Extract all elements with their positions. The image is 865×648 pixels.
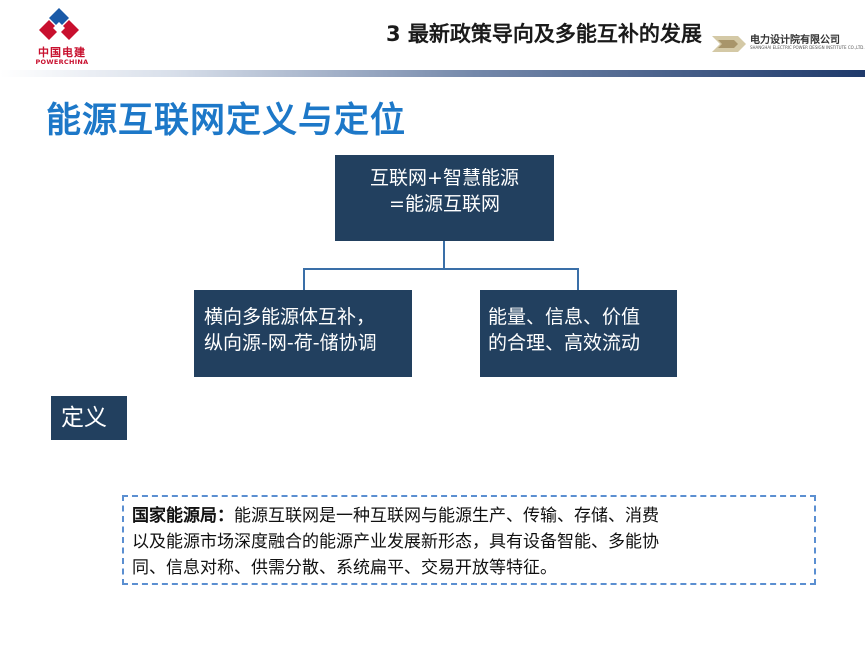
logo-text-cn: 中国电建 — [38, 46, 86, 59]
powerchina-logo-icon — [39, 8, 79, 40]
company-name-en: SHANGHAI ELECTRIC POWER DESIGN INSTITUTE… — [750, 45, 865, 50]
connector-vertical-right — [577, 268, 579, 290]
diagram-right-line1: 能量、信息、价值 — [488, 306, 641, 328]
connector-vertical-left — [303, 268, 305, 290]
connector-horizontal — [303, 268, 579, 270]
diagram-right-line2: 的合理、高效流动 — [488, 332, 641, 354]
definition-tag: 定义 — [51, 396, 127, 440]
company-name-cn: 电力设计院有限公司 — [750, 35, 840, 46]
diagram-left-line2: 纵向源-网-荷-储协调 — [204, 332, 377, 354]
page-title: 能源互联网定义与定位 — [46, 101, 407, 141]
definition-box: 国家能源局：能源互联网是一种互联网与能源生产、传输、存储、消费 以及能源市场深度… — [122, 495, 816, 585]
company-logo: 电力设计院有限公司 SHANGHAI ELECTRIC POWER DESIGN… — [712, 28, 865, 56]
definition-source: 国家能源局： — [132, 506, 234, 526]
header-gradient-bar — [0, 70, 865, 77]
definition-line-1: 国家能源局：能源互联网是一种互联网与能源生产、传输、存储、消费 — [132, 503, 814, 529]
powerchina-logo: 中国电建 POWERCHINA — [22, 6, 102, 68]
diagram-top-line1: 互联网+智慧能源 — [370, 167, 519, 189]
diagram-left-box: 横向多能源体互补， 纵向源-网-荷-储协调 — [194, 290, 412, 377]
diagram-top-line2: =能源互联网 — [389, 193, 500, 215]
slide-header: 中国电建 POWERCHINA 3 最新政策导向及多能互补的发展 电力设计院有限… — [0, 0, 865, 78]
definition-line-3: 同、信息对称、供需分散、系统扁平、交易开放等特征。 — [132, 558, 557, 578]
diagram-top-box: 互联网+智慧能源 =能源互联网 — [335, 155, 554, 241]
definition-line-2: 以及能源市场深度融合的能源产业发展新形态，具有设备智能、多能协 — [132, 532, 659, 552]
logo-text-en: POWERCHINA — [35, 58, 89, 66]
diagram-right-box: 能量、信息、价值 的合理、高效流动 — [480, 290, 677, 377]
company-arrow-icon — [712, 36, 746, 52]
connector-vertical-top — [443, 241, 445, 269]
section-title: 3 最新政策导向及多能互补的发展 — [386, 22, 702, 46]
definition-text-1: 能源互联网是一种互联网与能源生产、传输、存储、消费 — [234, 506, 659, 526]
diagram-left-line1: 横向多能源体互补， — [204, 306, 376, 328]
